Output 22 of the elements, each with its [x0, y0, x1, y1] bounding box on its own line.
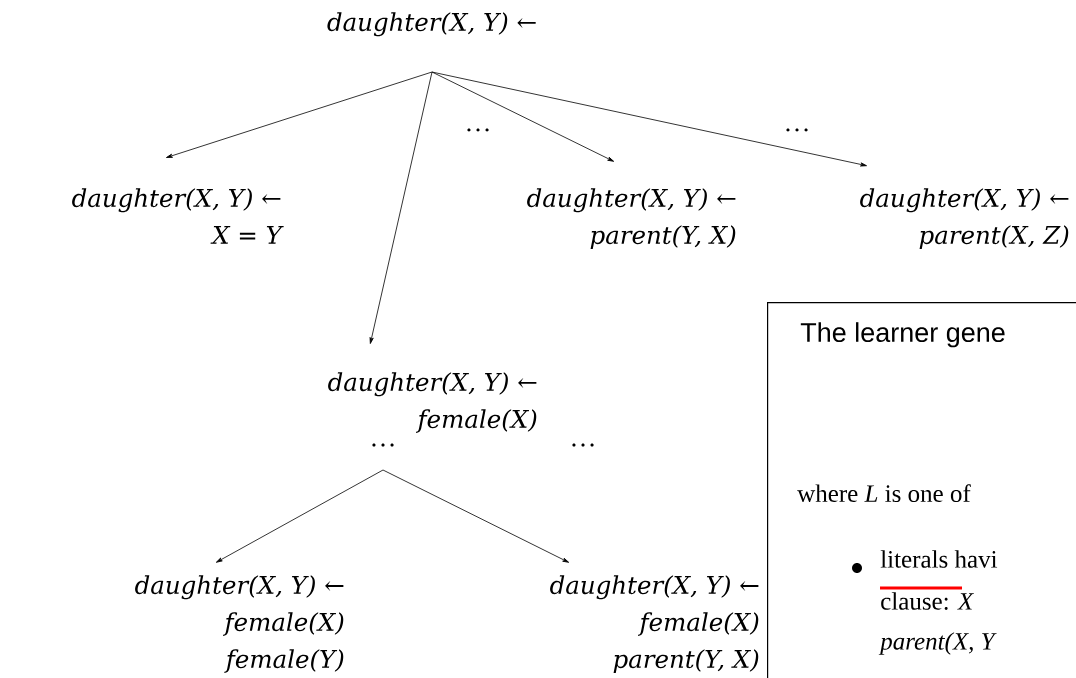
arrow	[382, 469, 570, 563]
bullet-item: parent(X, Y	[878, 632, 997, 655]
arrow	[215, 469, 384, 563]
bullet-item: literals havi	[880, 550, 998, 568]
ellipsis: …	[372, 443, 394, 447]
clause-text: daughter(X, Y) ← parent(Y, X)	[527, 188, 736, 249]
clause-text: daughter(X, Y) ←	[327, 12, 536, 37]
paragraph: where L is one of	[797, 484, 971, 503]
clause-text: daughter(X, Y) ← female(X)	[328, 372, 537, 433]
clause-text: daughter(X, Y) ← female(X) parent(Y, X)	[550, 575, 759, 673]
ellipsis: …	[786, 128, 808, 132]
box-heading: The learner gene	[800, 322, 1005, 348]
clause-text: daughter(X, Y) ← female(X) female(Y)	[135, 575, 344, 673]
ellipsis: …	[467, 128, 489, 132]
arrow	[369, 71, 433, 344]
arrow	[166, 71, 433, 158]
bullet-item: clause: X	[881, 592, 975, 610]
arrow	[431, 71, 867, 167]
ellipsis: …	[572, 443, 594, 447]
clause-text: daughter(X, Y) ← X = Y	[72, 188, 284, 244]
clause-text: daughter(X, Y) ← parent(X, Z)	[860, 188, 1069, 249]
arrow	[431, 71, 615, 162]
